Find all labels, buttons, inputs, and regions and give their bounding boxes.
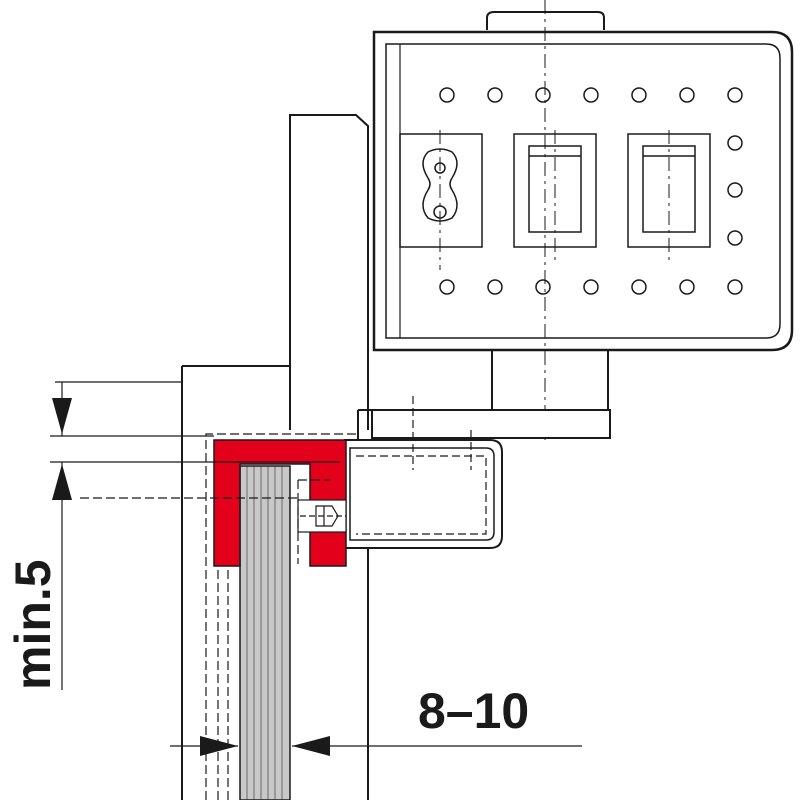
- hinge-body: [372, 0, 794, 440]
- glass-bracket: [213, 439, 347, 567]
- clip-housing: [344, 439, 503, 549]
- dimension-8-10-label: 8–10: [418, 683, 529, 739]
- hinge-centerlines: [439, 0, 670, 440]
- dimension-min5-label: min.5: [5, 559, 61, 690]
- dimension-min5-arrows: [52, 398, 72, 500]
- bracket-hidden-lines: [205, 433, 356, 800]
- hinge-holes: [439, 87, 743, 295]
- dimension-min5: [50, 381, 340, 690]
- mounting-plate: [357, 409, 611, 441]
- dimension-8-10-arrows: [200, 736, 330, 756]
- bracket-screw: [297, 499, 347, 533]
- frame-panels: [181, 114, 369, 800]
- glass-panel: [239, 465, 291, 800]
- clip-hidden-lines: [356, 396, 487, 535]
